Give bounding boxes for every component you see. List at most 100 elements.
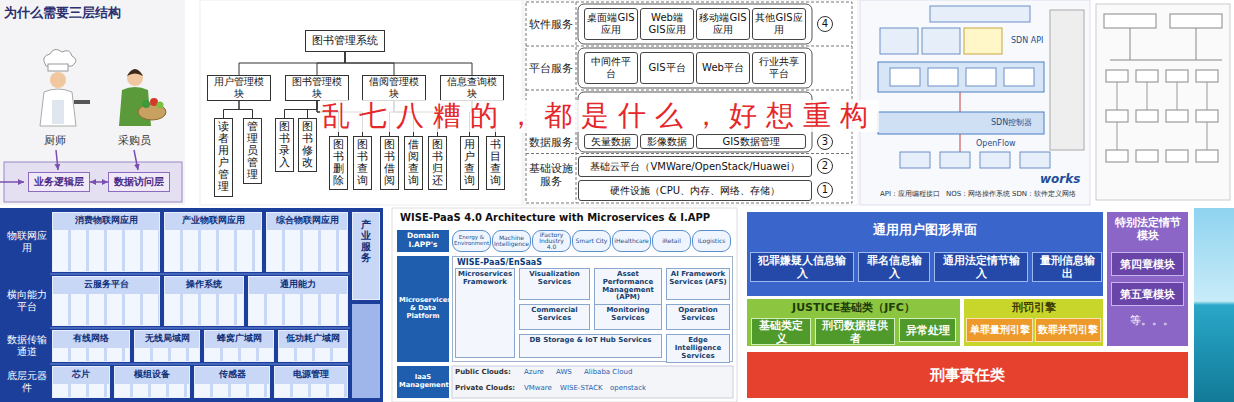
label-text: 软件服务 (527, 18, 575, 31)
deco-line (1147, 82, 1148, 110)
module-box: 量刑信息输出 (1032, 252, 1102, 282)
node-text: 图书管理模块 (288, 76, 346, 100)
node-text: 借阅查询 (408, 139, 419, 187)
node-text: 管理员管理 (247, 121, 258, 181)
deco-line (0, 181, 24, 183)
layer-box: 影像数据 (640, 134, 694, 149)
deco-rect (1166, 150, 1188, 162)
node-text: 通用法定情节输入 (938, 254, 1024, 279)
deco-rect (1104, 14, 1156, 28)
deco-rect (900, 152, 930, 168)
iot-block: 消费物联网应用 (52, 212, 160, 272)
node-text: Web端GIS应用 (643, 12, 691, 36)
node-text: 罪名信息输入 (862, 254, 926, 279)
deco-g (1096, 4, 1230, 200)
label-text: 底层元器件 (4, 370, 50, 394)
node-text: 操作系统 (165, 279, 243, 290)
node-text: Operation Services (669, 307, 727, 323)
tree-leaf: 书目查询 (486, 136, 505, 190)
module-panel: JUSTICE基础类（JFC）基础类定义刑罚数据提供者异常处理 (747, 299, 960, 346)
label-text: openstack (610, 384, 646, 392)
node-text: 基础云平台（VMWare/OpenStack/Huawei） (581, 161, 809, 173)
deco-rect (392, 208, 737, 402)
domain-cloud: Energy & Environment (452, 230, 491, 252)
node-text: 异常处理 (902, 324, 953, 337)
module-box: 罪名信息输入 (858, 252, 930, 282)
deco-rect (1136, 70, 1158, 82)
connector (239, 101, 253, 118)
deco-line (134, 150, 138, 170)
deco-path (40, 89, 76, 126)
deco-rect (878, 62, 1044, 92)
module-box: 第四章模块 (1111, 252, 1184, 276)
deco-line (1196, 28, 1197, 60)
service-box: Visualization Services (519, 268, 590, 300)
deco-line (526, 90, 852, 91)
node-text: 其他GIS应用 (755, 12, 803, 36)
node-text: 第五章模块 (1114, 288, 1181, 301)
layer-box: 数据访问层 (108, 172, 170, 192)
service-box: Asset Performance Management (APM) (594, 268, 662, 305)
iot-block: 云服务平台 (52, 276, 160, 326)
deco-path (119, 87, 151, 126)
deco-path (127, 69, 143, 76)
connector (239, 52, 345, 75)
layer-box: 硬件设施（CPU、内存、网络、存储） (578, 180, 812, 201)
tree-box: 信息查询模块 (440, 75, 504, 101)
domain-cloud: iFactory Industry 4.0 (532, 230, 571, 252)
node-text: 产业物联网应用 (165, 215, 261, 226)
node-text: 图书录入 (279, 121, 290, 169)
node-text: 综合物联网应用 (267, 215, 347, 226)
layer-box: GIS平台 (640, 52, 694, 84)
iot-block: 传感器 (194, 366, 270, 398)
label-text: Private Clouds: (455, 384, 515, 392)
layer-box: 桌面端GIS应用 (584, 8, 638, 40)
node-text: 图书借阅 (384, 139, 395, 187)
deco-rect (878, 112, 1044, 134)
module-box: 第五章模块 (1111, 282, 1184, 306)
tree-box: 用户管理模块 (207, 75, 271, 101)
callout-circle: 2 (817, 158, 833, 174)
domain-cloud: iHealthcare (612, 230, 651, 252)
platform-panel: WISE-PaaS/EnSaaSMicroservices FrameworkV… (452, 256, 733, 362)
node-text: 云服务平台 (53, 279, 159, 290)
node-text: Machine Intelligence (494, 235, 529, 248)
domain-cloud: iRetail (652, 230, 691, 252)
engine-box: 数罪并罚引擎 (1035, 318, 1101, 342)
deco-rect (48, 64, 68, 71)
service-box: DB Storage & IoT Hub Services (519, 334, 662, 358)
node-text: 第四章模块 (1114, 258, 1181, 271)
layer-box: GIS数据管理 (696, 134, 806, 149)
connector (90, 181, 108, 183)
node-text: 单罪量刑引擎 (969, 324, 1030, 336)
node-text: 书目查询 (490, 139, 501, 187)
node-text: 借阅管理模块 (365, 76, 423, 100)
node-text: Microservices & Data Platform (399, 297, 447, 320)
layer-box: 其他GIS应用 (752, 8, 806, 40)
layer-bar: IaaS Management (397, 366, 449, 398)
tree-leaf: 借阅查询 (404, 136, 423, 190)
node-text: 图书归还 (432, 139, 443, 187)
iot-block: 芯片 (52, 366, 110, 398)
node-text: 2 (818, 160, 832, 172)
label-text: WISE-STACK (560, 384, 603, 392)
deco-g (392, 208, 737, 402)
node-text: 传感器 (195, 369, 269, 380)
label-text: 厨师 (44, 134, 66, 147)
deco-rect (1196, 70, 1218, 82)
deco-line (1130, 28, 1131, 60)
node-text: Visualization Services (522, 271, 587, 287)
iot-block: 操作系统 (164, 276, 244, 326)
label-text: Alibaba Cloud (584, 368, 632, 376)
label-text: API：应用编程接口 (880, 190, 940, 198)
service-box: Commercial Services (519, 304, 590, 330)
deco-rect (1106, 150, 1128, 162)
layer-box: Web平台 (696, 52, 750, 84)
node-text: Commercial Services (522, 307, 587, 323)
deco-rect (980, 152, 1010, 168)
node-text: 犯罪嫌疑人信息输入 (754, 254, 850, 279)
node-text: 特别法定情节模块 (1113, 216, 1182, 242)
overlay-text: 乱七八糟的，都是什么，好想重构 (320, 100, 879, 132)
node-text: 读者用户管理 (218, 121, 229, 194)
